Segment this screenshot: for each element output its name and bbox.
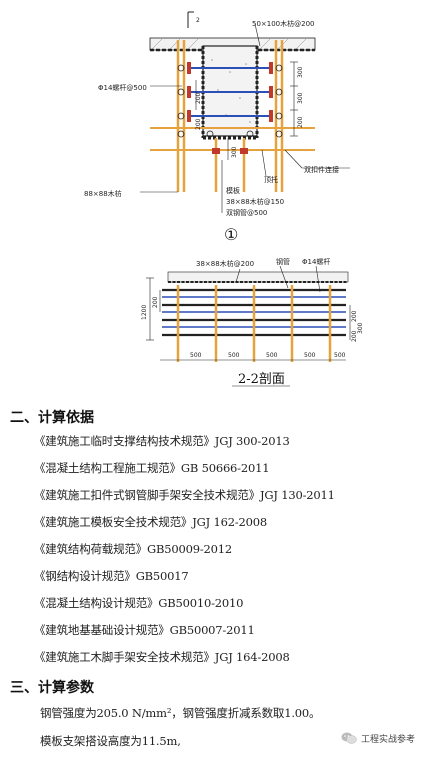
spacing-3: 500 — [266, 352, 278, 359]
label-steel-pipe: 钢管 — [276, 257, 290, 266]
label-88-timber: 88×88木枋 — [84, 189, 122, 198]
watermark-text: 工程实战参考 — [360, 734, 415, 745]
ref-item: 《建筑施工扣件式钢管脚手架安全技术规范》JGJ 130-2011 — [34, 488, 335, 502]
dim-200-left: 200 — [152, 296, 159, 308]
dim-300-b: 300 — [297, 92, 304, 104]
label-double-pipe: 双钢管@500 — [226, 208, 267, 217]
dim-200-c: 200 — [195, 118, 202, 130]
label-bolt-spacing: Φ14螺杆@500 — [98, 83, 147, 92]
ref-item: 《建筑施工木脚手架安全技术规范》JGJ 164-2008 — [34, 650, 290, 664]
label-bolt-14: Φ14螺杆 — [302, 257, 330, 266]
dim-200-r1: 200 — [351, 310, 358, 322]
wechat-icon — [341, 732, 357, 744]
dim-200-a: 200 — [195, 92, 202, 104]
section-mark-2: 2 — [196, 17, 200, 24]
label-formwork: 模板 — [226, 186, 240, 195]
label-top-timber: 50×100木枋@200 — [252, 19, 315, 28]
section-params-title: 三、计算参数 — [10, 680, 94, 696]
wall-formwork-section-figure: 2 — [84, 11, 350, 244]
param-support-height: 模板支架搭设高度为11.5m, — [40, 734, 181, 748]
dim-200-b: 200 — [297, 116, 304, 128]
dim-200-r2: 200 — [351, 330, 358, 342]
ref-item: 《钢结构设计规范》GB50017 — [34, 569, 189, 583]
ref-item: 《建筑施工模板安全技术规范》JGJ 162-2008 — [34, 515, 267, 529]
dim-1200: 1200 — [141, 305, 148, 320]
label-ejector: 顶托 — [264, 175, 278, 184]
ref-item: 《建筑结构荷载规范》GB50009-2012 — [34, 542, 232, 556]
param-steel-strength: 钢管强度为205.0 N/mm²，钢管强度折减系数取1.00。 — [40, 706, 321, 720]
ref-item: 《混凝土结构设计规范》GB50010-2010 — [34, 596, 244, 610]
spacing-1: 500 — [190, 352, 202, 359]
ref-item: 《建筑施工临时支撑结构技术规范》JGJ 300-2013 — [34, 434, 290, 448]
dim-300-r: 300 — [357, 322, 364, 334]
dim-300-a: 300 — [297, 66, 304, 78]
section-caption: 2-2剖面 — [238, 372, 285, 387]
label-double-fastener: 双扣件连接 — [304, 165, 339, 174]
ref-item: 《建筑地基基础设计规范》GB50007-2011 — [34, 623, 255, 637]
figure-number: ① — [224, 225, 238, 244]
spacing-2: 500 — [228, 352, 240, 359]
section-2-2-figure: 1200 200 200 300 200 500 500 500 500 500… — [141, 257, 364, 387]
label-38-timber: 38×88木枋@150 — [226, 197, 284, 206]
section-basis-title: 二、计算依据 — [10, 410, 94, 426]
watermark: 工程实战参考 — [341, 731, 415, 745]
dim-300-c: 300 — [231, 146, 238, 158]
spacing-5: 500 — [334, 352, 346, 359]
ref-item: 《混凝土结构工程施工规范》GB 50666-2011 — [34, 461, 270, 475]
spacing-4: 500 — [304, 352, 316, 359]
label-timber-200: 38×88木枋@200 — [196, 259, 254, 268]
